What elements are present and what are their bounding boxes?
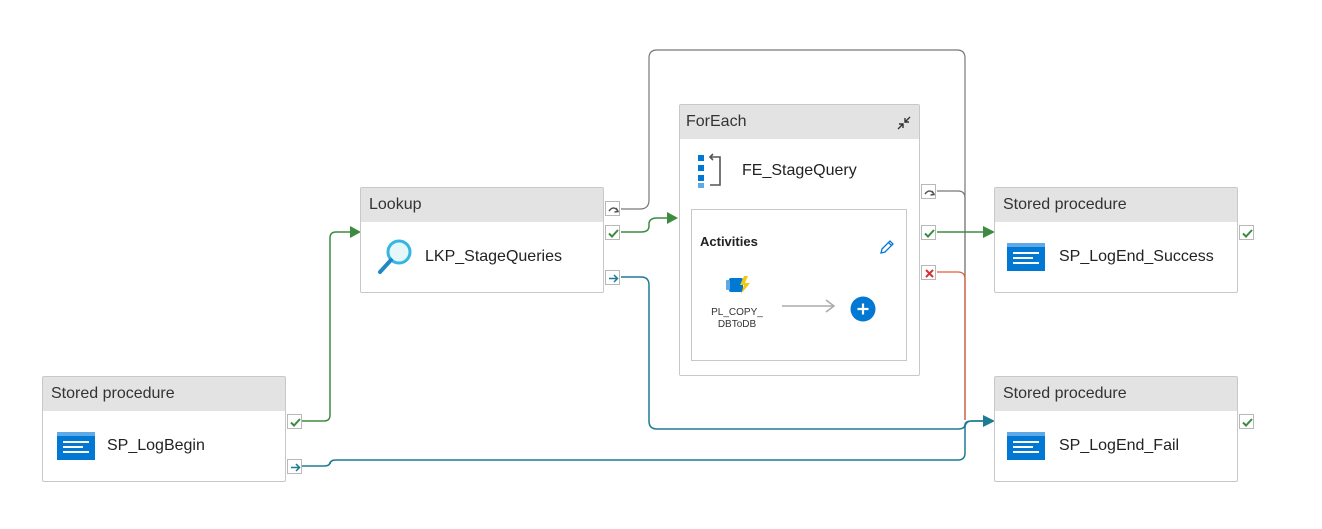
- collapse-icon[interactable]: [894, 113, 914, 133]
- connector-skipped-foreach[interactable]: [937, 190, 966, 420]
- connector-arrowhead: [350, 226, 361, 238]
- activity-type-label: Stored procedure: [995, 188, 1237, 222]
- arrow-icon: [782, 299, 838, 313]
- connector-success-splogbegin-lookup[interactable]: [302, 231, 350, 422]
- activities-container[interactable]: Activities PL_COPY_ DBToDB: [691, 209, 907, 361]
- execute-pipeline-icon[interactable]: [726, 274, 752, 298]
- success-port[interactable]: [287, 414, 302, 429]
- foreach-icon: [696, 153, 724, 189]
- success-port[interactable]: [605, 225, 620, 240]
- activity-type-label: Stored procedure: [43, 377, 285, 411]
- activity-type-label: Stored procedure: [995, 377, 1237, 411]
- plus-icon[interactable]: [850, 296, 876, 322]
- activity-name: SP_LogEnd_Fail: [1059, 437, 1180, 454]
- activity-sp-log-begin[interactable]: Stored procedure SP_LogBegin: [42, 376, 286, 482]
- completion-port[interactable]: [605, 270, 620, 285]
- skipped-port[interactable]: [921, 184, 936, 199]
- connector-arrowhead: [983, 415, 995, 427]
- activity-type-label: ForEach: [680, 105, 919, 139]
- skipped-port[interactable]: [605, 201, 620, 216]
- activity-type-label: Lookup: [361, 188, 603, 222]
- magnifier-icon: [375, 237, 415, 277]
- connector-arrowhead: [667, 212, 678, 224]
- activity-name: FE_StageQuery: [742, 162, 857, 179]
- stored-procedure-icon: [1007, 243, 1045, 271]
- activity-sp-log-end-success[interactable]: Stored procedure SP_LogEnd_Success: [994, 187, 1238, 293]
- success-port[interactable]: [921, 225, 936, 240]
- success-port[interactable]: [1239, 225, 1254, 240]
- inner-activity-name[interactable]: PL_COPY_ DBToDB: [702, 307, 772, 331]
- connector-success-lookup-foreach[interactable]: [621, 217, 667, 233]
- connector-arrowhead: [983, 226, 995, 238]
- connector-failure-foreach-fail[interactable]: [937, 271, 966, 420]
- activity-sp-log-end-fail[interactable]: Stored procedure SP_LogEnd_Fail: [994, 376, 1238, 482]
- activity-name: SP_LogEnd_Success: [1059, 248, 1214, 265]
- inner-activity-name-line2: DBToDB: [717, 319, 757, 330]
- pencil-icon[interactable]: [878, 238, 896, 261]
- inner-activity-name-line1: PL_COPY_: [711, 307, 763, 318]
- completion-port[interactable]: [287, 459, 302, 474]
- connector-completion-lookup-fail[interactable]: [621, 276, 983, 430]
- connector-skipped-lookup[interactable]: [621, 49, 966, 420]
- stored-procedure-icon: [1007, 432, 1045, 460]
- failure-port[interactable]: [921, 265, 936, 280]
- activities-label: Activities: [700, 234, 758, 249]
- activity-name: SP_LogBegin: [107, 437, 205, 454]
- activity-name: LKP_StageQueries: [425, 248, 562, 265]
- success-port[interactable]: [1239, 414, 1254, 429]
- connector-completion-splogbegin-fail[interactable]: [302, 420, 983, 467]
- activity-lookup[interactable]: Lookup LKP_StageQueries: [360, 187, 604, 293]
- stored-procedure-icon: [57, 432, 95, 460]
